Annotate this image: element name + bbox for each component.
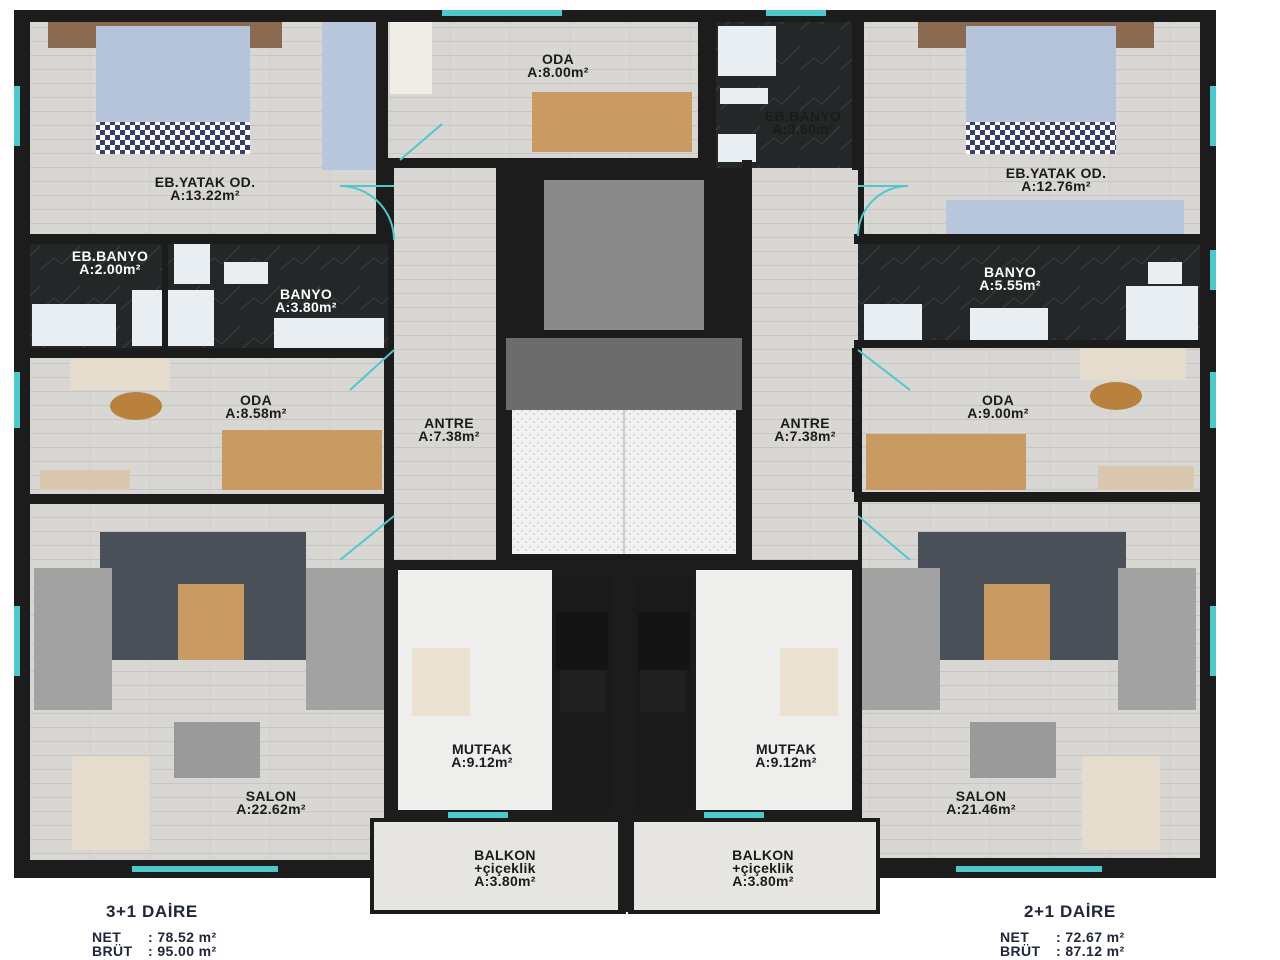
room-area: A:3.80m² <box>732 873 794 889</box>
room-name: SALON <box>955 788 1007 804</box>
elevator-shaft <box>544 180 704 330</box>
room-area: A:22.62m² <box>236 801 306 817</box>
room-area: A:12.76m² <box>1021 178 1091 194</box>
room-name: SALON <box>245 788 297 804</box>
room-name: ODA <box>541 51 574 67</box>
room-area: A:9.12m² <box>451 754 513 770</box>
room-area: A:3.60m² <box>772 121 834 137</box>
room-area: A:8.00m² <box>527 64 589 80</box>
top-room-furniture <box>390 22 692 152</box>
right-balcony-floor <box>628 818 880 914</box>
net-value: : 78.52 m² <box>148 929 217 945</box>
room-name: EB.YATAK OD. <box>154 174 256 190</box>
room-area: A:5.55m² <box>979 277 1041 293</box>
left-kitchen-furniture <box>412 612 608 716</box>
room-name: ANTRE <box>780 415 830 431</box>
room-area: A:13.22m² <box>170 187 240 203</box>
label-top-room: ODA A:8.00m² <box>498 51 618 80</box>
gross-label: BRÜT <box>92 943 133 959</box>
right-en-suite-fixtures <box>718 26 776 162</box>
left-bath-fixtures <box>32 244 384 348</box>
label-left-kitchen: MUTFAK A:9.12m² <box>422 741 542 770</box>
label-left-en-suite-bath: EB.BANYO A:2.00m² <box>50 248 170 277</box>
room-area: A:3.80m² <box>474 873 536 889</box>
net-label: NET <box>92 929 122 945</box>
label-right-room: ODA A:9.00m² <box>936 392 1060 421</box>
left-hall-floor <box>394 168 496 560</box>
left-living-furniture <box>34 532 384 850</box>
room-area: A:2.00m² <box>79 261 141 277</box>
right-living-furniture <box>862 532 1196 850</box>
room-name: EB.BANYO <box>764 108 842 124</box>
label-left-living: SALON A:22.62m² <box>206 788 336 817</box>
left-room-furniture <box>40 358 382 490</box>
room-name: ODA <box>239 392 272 408</box>
net-label: NET <box>1000 929 1030 945</box>
label-right-hall: ANTRE A:7.38m² <box>750 415 860 444</box>
right-bath-fixtures <box>864 262 1198 340</box>
label-left-balcony: BALKON +çiçeklik A:3.80m² <box>450 847 560 889</box>
interior-walls <box>30 14 1200 912</box>
room-area: A:7.38m² <box>418 428 480 444</box>
label-right-master-bedroom: EB.YATAK OD. A:12.76m² <box>976 165 1136 194</box>
room-name: ODA <box>981 392 1014 408</box>
room-name: BANYO <box>279 286 333 302</box>
label-right-en-suite-bath: EB.BANYO A:3.60m² <box>746 108 860 137</box>
label-left-bath: BANYO A:3.80m² <box>248 286 364 315</box>
gross-value: : 95.00 m² <box>148 943 217 959</box>
gross-value: : 87.12 m² <box>1056 943 1125 959</box>
room-name: BALKON +çiçeklik <box>474 847 536 876</box>
room-area: A:9.12m² <box>755 754 817 770</box>
unit-stats-right: NET : 72.67 m² BRÜT : 87.12 m² <box>1000 930 1125 958</box>
left-wardrobe <box>322 22 376 170</box>
right-bed <box>918 22 1154 154</box>
room-name: EB.YATAK OD. <box>1005 165 1107 181</box>
room-area: A:21.46m² <box>946 801 1016 817</box>
label-left-hall: ANTRE A:7.38m² <box>394 415 504 444</box>
unit-title-left: 3+1 DAİRE <box>106 902 198 921</box>
unit-stats-left: NET : 78.52 m² BRÜT : 95.00 m² <box>92 930 217 958</box>
room-name: MUTFAK <box>451 741 513 757</box>
room-area: A:8.58m² <box>225 405 287 421</box>
label-right-balcony: BALKON +çiçeklik A:3.80m² <box>708 847 818 889</box>
room-area: A:9.00m² <box>967 405 1029 421</box>
room-name: BALKON +çiçeklik <box>732 847 794 876</box>
gross-label: BRÜT <box>1000 943 1041 959</box>
net-value: : 72.67 m² <box>1056 929 1125 945</box>
room-area: A:7.38m² <box>774 428 836 444</box>
right-wardrobe <box>946 200 1184 234</box>
label-right-kitchen: MUTFAK A:9.12m² <box>726 741 846 770</box>
left-balcony-floor <box>370 818 626 914</box>
right-hall-floor <box>752 168 858 560</box>
unit-title-right: 2+1 DAİRE <box>1024 902 1116 921</box>
label-right-living: SALON A:21.46m² <box>916 788 1046 817</box>
label-left-master-bedroom: EB.YATAK OD. A:13.22m² <box>120 174 290 203</box>
right-room-furniture <box>866 348 1194 490</box>
room-name: MUTFAK <box>755 741 817 757</box>
room-area: A:3.80m² <box>275 299 337 315</box>
door-swings <box>339 123 911 561</box>
windows <box>14 10 1216 872</box>
label-right-bath: BANYO A:5.55m² <box>950 264 1070 293</box>
stair-landing <box>498 338 750 410</box>
right-kitchen-furniture <box>638 612 838 716</box>
left-bed <box>48 22 282 154</box>
room-name: EB.BANYO <box>71 248 149 264</box>
label-left-room: ODA A:8.58m² <box>196 392 316 421</box>
room-name: ANTRE <box>424 415 474 431</box>
room-name: BANYO <box>983 264 1037 280</box>
